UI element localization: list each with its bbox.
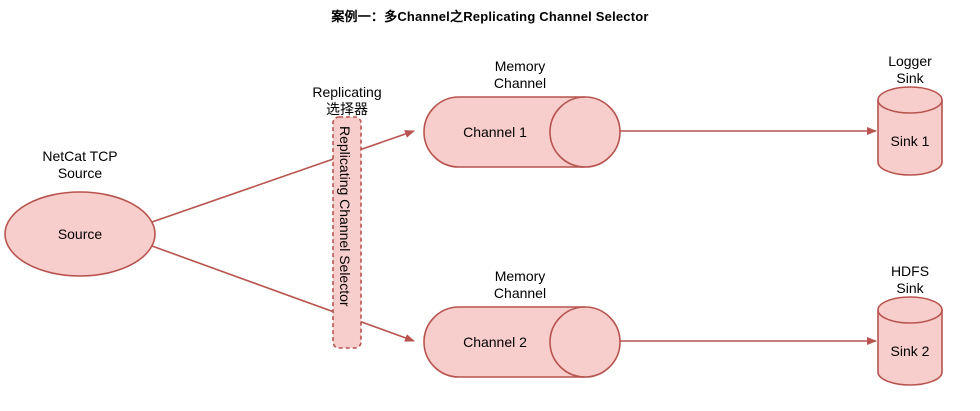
- label-channel1-inner: Channel 1: [463, 124, 527, 140]
- node-channel1[interactable]: [423, 96, 621, 168]
- edge-source-to-channel2: [151, 245, 415, 342]
- edge-layer: [151, 127, 877, 345]
- page-title: 案例一：多Channel之Replicating Channel Selecto…: [331, 9, 649, 24]
- node-channel2[interactable]: [423, 306, 621, 378]
- node-selector[interactable]: [332, 116, 362, 349]
- label-channel2-inner: Channel 2: [463, 334, 527, 350]
- edge-source-to-channel1: [151, 130, 415, 223]
- label-channel1-caption: Memory Channel: [493, 58, 547, 91]
- label-source-caption: NetCat TCP Source: [42, 148, 118, 181]
- node-source[interactable]: [4, 191, 156, 277]
- label-selector-caption: Replicating 选择器: [312, 84, 382, 117]
- label-sink2-caption: HDFS Sink: [890, 263, 930, 296]
- label-sink2-inner: Sink 2: [890, 343, 930, 359]
- label-sink1-inner: Sink 1: [890, 133, 930, 149]
- label-source-inner: Source: [57, 226, 103, 242]
- label-sink1-caption: Logger Sink: [888, 53, 932, 86]
- node-sink2[interactable]: [877, 296, 943, 386]
- label-selector-inner: Replicating Channel Selector: [337, 126, 353, 307]
- label-channel2-caption: Memory Channel: [493, 268, 547, 301]
- node-sink1[interactable]: [877, 86, 943, 176]
